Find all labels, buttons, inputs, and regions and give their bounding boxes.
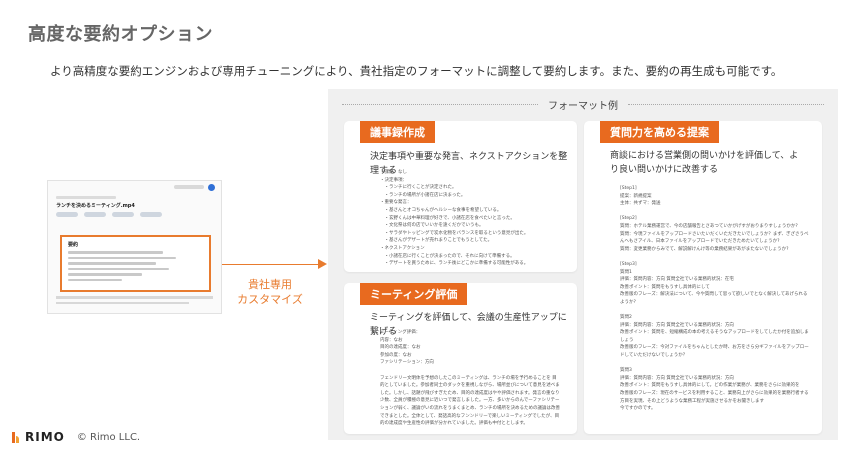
mock-tags [56,212,213,217]
mock-breadcrumb [56,196,116,199]
mock-text-line [68,267,170,270]
mock-text-line [68,256,176,259]
copyright: © Rimo LLC. [76,431,141,443]
example-card-minutes: 議事録作成 決定事項や重要な発言、ネクストアクションを整理する ・課題：なし ・… [344,121,577,272]
card-body: ・課題：なし ・決定事項： ・ランチに行くことが決定された。 ・ランチの場所が小… [380,170,529,267]
custom-label: 貴社専用カスタマイズ [232,277,308,307]
mock-text-line [56,301,190,304]
divider [342,103,538,105]
mock-text-line [68,278,122,281]
mock-topbar [48,181,221,193]
mock-avatar [208,183,215,191]
card-tag: 議事録作成 [360,121,435,143]
mock-text-line [68,251,163,254]
rimo-logo-icon [12,431,19,443]
card-tag: 質問力を高める提案 [600,121,719,143]
card-tag: ミーティング評価 [360,283,468,305]
mock-tag [84,212,106,217]
mock-text-line [56,296,213,299]
card-body: ミーティング評価： 内容：なお 目的の達成度：なお 参加の度：なお ファシリテー… [380,330,560,427]
logo-text: RIMO [25,430,65,444]
mock-title: ランチを決めるミーティング.mp4 [56,203,135,209]
divider [628,103,824,105]
mock-tag [140,212,162,217]
footer: RIMO © Rimo LLC. [12,430,140,444]
mock-text-line [68,262,156,265]
panel-header: フォーマット例 [342,97,824,112]
mock-summary-card: 要約 [60,235,211,292]
card-description: 決定事項や重要な発言、ネクストアクションを整理する [370,152,568,176]
example-card-evaluation: ミーティング評価 ミーティングを評価して、会議の生産性アップに繋げる ミーティン… [344,283,577,434]
mock-summary-heading: 要約 [68,242,79,248]
page-title: 高度な要約オプション [28,24,213,45]
panel-label: フォーマット例 [548,100,618,112]
arrow-right-icon [318,259,327,269]
card-body: [Step1] 提案：新規提案 主体：共ずマ：発送 [Step2] 質問：ホテル… [620,186,809,412]
mock-pill [174,185,204,189]
example-card-questions: 質問力を高める提案 商談における営業側の問いかけを評価して、より良い問いかけに改… [584,121,822,434]
custom-label-text: 貴社専用カスタマイズ [237,278,303,306]
mock-footer-text [56,293,213,307]
mock-text-line [68,273,143,276]
card-description: ミーティングを評価して、会議の生産性アップに繋げる [370,313,567,337]
arrow-line [222,264,322,265]
card-description: 商談における営業側の問いかけを評価して、より良い問いかけに改善する [610,151,799,175]
mock-tag [56,212,78,217]
app-screenshot-thumbnail: ランチを決めるミーティング.mp4 要約 [47,180,222,314]
page-subtitle: より高精度な要約エンジンおよび専用チューニングにより、貴社指定のフォーマットに調… [50,64,783,78]
mock-tag [112,212,134,217]
